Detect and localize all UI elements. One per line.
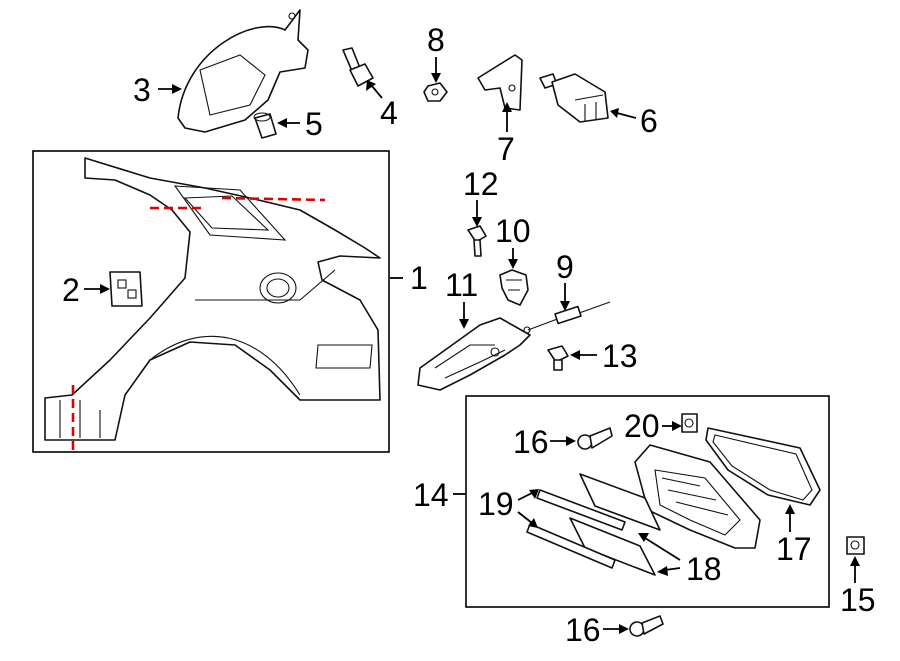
bumper-part-5: [253, 112, 277, 139]
callout-6: 6: [640, 103, 658, 139]
fuel-door-housing-part-14: [634, 444, 761, 549]
strip-part-18: [569, 473, 661, 576]
leader-lines: [84, 57, 860, 634]
screw-part-16-lower: [629, 615, 664, 637]
cable-part-9: [523, 301, 611, 334]
clip-part-20: [681, 413, 698, 433]
callout-9: 9: [556, 249, 574, 285]
screw-part-16-upper: [577, 427, 613, 450]
callout-11: 11: [445, 267, 478, 303]
callout-1: 1: [410, 260, 428, 296]
clip-part-10: [499, 269, 529, 306]
callout-13: 13: [602, 338, 638, 374]
bolt-part-4: [342, 47, 374, 87]
bracket-part-2: [109, 271, 143, 307]
trim-part-19: [526, 489, 626, 569]
callout-20: 20: [624, 408, 660, 444]
callout-2: 2: [62, 272, 80, 308]
bolt-part-12: [467, 225, 487, 257]
callout-18: 18: [686, 551, 722, 587]
callout-8: 8: [427, 22, 445, 58]
quarter-panel-part: [44, 157, 381, 441]
callout-19: 19: [478, 486, 514, 522]
bolt-part-13: [547, 345, 569, 371]
callout-15: 15: [840, 582, 876, 618]
callout-16-lower: 16: [565, 612, 601, 648]
callout-14: 14: [413, 477, 449, 513]
actuator-part-6: [539, 73, 609, 123]
callout-3: 3: [133, 72, 151, 108]
callout-7: 7: [497, 131, 515, 167]
bracket-part-7: [477, 54, 523, 111]
clip-part-15: [846, 536, 865, 555]
fuel-filler-housing-part: [177, 9, 309, 133]
callout-10: 10: [495, 213, 531, 249]
latch-part-11: [417, 317, 531, 391]
callout-16-upper: 16: [513, 424, 549, 460]
callout-12: 12: [463, 166, 499, 202]
callout-5: 5: [305, 106, 323, 142]
fuel-door-group-box: [465, 395, 830, 608]
quarter-panel-group-box: [32, 150, 390, 453]
cut-line-upper-right: [221, 196, 326, 202]
callout-17: 17: [776, 531, 812, 567]
callout-4: 4: [380, 95, 398, 131]
callout-numbers: 1 2 3 4 5 6 7 8 9 10 11 12 13 14 15 16 1…: [62, 22, 876, 648]
seal-frame-part-17: [705, 427, 821, 506]
nut-part-8: [423, 82, 448, 102]
